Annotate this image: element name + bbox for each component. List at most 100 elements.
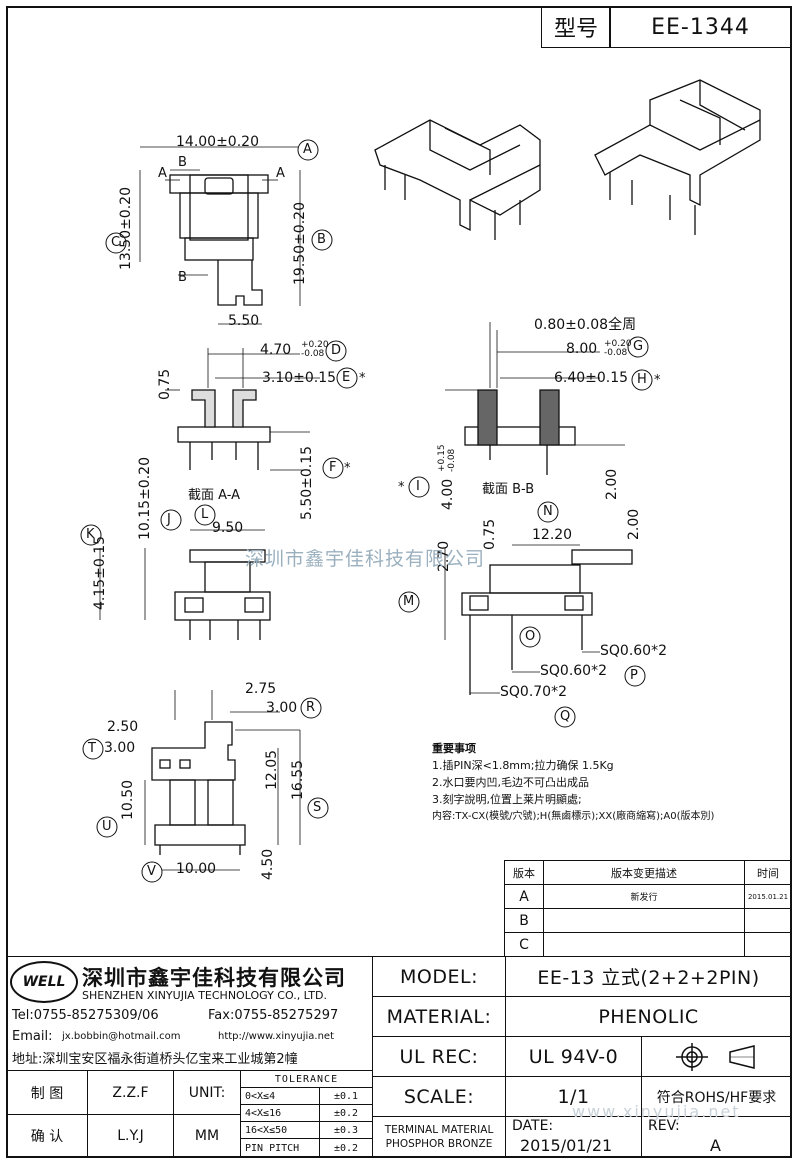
rev-row-ver: C	[504, 932, 544, 957]
dim-n-1220: 12.20	[532, 527, 573, 543]
tol-range: 4<X≤16	[240, 1104, 320, 1122]
rev-header-ver: 版本	[504, 860, 544, 885]
tol-value: ±0.2	[319, 1104, 373, 1122]
company-email-label: Email:	[12, 1029, 53, 1044]
ref-letter-b: B	[317, 232, 326, 247]
front-view-left	[99, 529, 271, 640]
ref-letter-k: K	[86, 527, 95, 542]
ref-letter-q: Q	[560, 709, 571, 724]
dim-n-200: 2.00	[626, 508, 642, 540]
note-item: 3.刻字說明,位置上莱片明顯處;	[432, 793, 582, 806]
tol-range: PIN PITCH	[240, 1138, 320, 1158]
unit-value: MM	[173, 1114, 241, 1158]
ref-letter-g: G	[633, 339, 644, 354]
dim-f: 5.50±0.15	[299, 445, 315, 520]
dim-g: 8.00	[566, 341, 598, 357]
technical-drawing	[80, 79, 761, 883]
ref-letter-h: H	[637, 372, 647, 387]
side-view-right	[444, 544, 633, 695]
header-model-label: 型号	[541, 6, 611, 48]
rev-row-date	[744, 932, 792, 957]
rev-row-ver: B	[504, 908, 544, 933]
dim-h-star: *	[654, 373, 661, 388]
ref-letter-j: J	[167, 512, 171, 527]
material-label: MATERIAL:	[372, 996, 506, 1037]
ref-letter-o: O	[525, 629, 536, 644]
note-item: 1.插PIN深<1.8mm;拉力确保 1.5Kg	[432, 759, 614, 772]
note-item: 内容:TX-CX(模號/穴號);H(無鹵標示);XX(廠商縮寫);A0(版本別)	[432, 811, 715, 822]
ulrec-value: UL 94V-0	[505, 1036, 642, 1077]
dim-bv-1050: 10.50	[120, 779, 136, 820]
bottom-view	[144, 690, 301, 871]
material-value: PHENOLIC	[505, 996, 792, 1037]
ref-letter-v: V	[147, 864, 156, 879]
ref-letter-n: N	[543, 504, 553, 519]
dim-l: 9.50	[212, 520, 244, 536]
dim-top-width: 14.00±0.20	[176, 134, 259, 150]
unit-label: UNIT:	[173, 1070, 241, 1115]
tol-range: 16<X≤50	[240, 1121, 320, 1139]
rev-row-date	[744, 908, 792, 933]
company-url[interactable]: http://www.xinyujia.net	[218, 1031, 334, 1042]
ref-letter-f: F	[329, 460, 337, 475]
rev-box: REV: A	[641, 1116, 792, 1158]
ref-letter-l: L	[201, 507, 209, 522]
model-value: EE-13 立式(2+2+2PIN)	[505, 956, 792, 997]
rev-header-desc: 版本变更描述	[543, 860, 745, 885]
dim-bv-300t: 3.00	[104, 740, 136, 756]
dim-d-tol: +0.20 -0.08	[301, 340, 329, 359]
rev-row-ver: A	[504, 884, 544, 909]
rev-label: REV:	[648, 1118, 680, 1134]
dim-flange-075: 0.75	[157, 368, 173, 400]
company-email[interactable]: jx.bobbin@hotmail.com	[62, 1031, 181, 1042]
projection-symbol-icon	[675, 1042, 755, 1071]
scale-label: SCALE:	[372, 1076, 506, 1117]
section-a-marker-left: A	[158, 166, 167, 181]
tol-value: ±0.3	[319, 1121, 373, 1139]
company-name-en: SHENZHEN XINYUJIA TECHNOLOGY CO., LTD.	[82, 989, 327, 1002]
dim-k: 4.15±0.15	[92, 535, 108, 610]
dim-e-star: *	[359, 371, 366, 386]
dim-g-tol: +0.20 -0.08	[604, 339, 632, 358]
isometric-view-right	[594, 79, 761, 235]
dim-e: 3.10±0.15	[262, 370, 337, 386]
section-b-marker-bottom: B	[178, 270, 187, 285]
check-value: L.Y.J	[87, 1114, 174, 1158]
dim-bv-250: 2.50	[107, 719, 139, 735]
ref-letter-d: D	[331, 343, 342, 358]
dim-bv-275: 2.75	[245, 681, 277, 697]
dim-right-height: 19.50±0.20	[292, 202, 308, 285]
rev-row-desc	[543, 908, 745, 933]
ref-letter-e: E	[342, 370, 351, 385]
dim-wall: 0.80±0.08全周	[534, 317, 637, 333]
ref-letter-a: A	[303, 142, 312, 157]
note-item: 2.水口要内凹,毛边不可凸出成品	[432, 776, 589, 789]
section-b-marker-top: B	[178, 155, 187, 170]
dim-bv-450: 4.50	[260, 848, 276, 880]
top-view	[139, 146, 301, 325]
date-box: DATE: 2015/01/21	[505, 1116, 642, 1158]
ref-letter-s: S	[313, 800, 322, 815]
notes-title: 重要事项	[432, 742, 476, 755]
company-fax: Fax:0755-85275297	[208, 1008, 339, 1023]
dim-i-star: *	[398, 480, 405, 495]
date-label: DATE:	[512, 1118, 554, 1134]
dim-bv-1000: 10.00	[176, 861, 217, 877]
dim-left-height: 13.50±0.20	[118, 187, 134, 270]
drawn-value: Z.Z.F	[87, 1070, 174, 1115]
rev-row-date: 2015.01.21	[744, 884, 792, 909]
dim-bv-1205: 12.05	[264, 749, 280, 790]
important-notes: 重要事项 1.插PIN深<1.8mm;拉力确保 1.5Kg 2.水口要内凹,毛边…	[432, 740, 714, 825]
tol-range: 0<X≤4	[240, 1087, 320, 1105]
dim-sq070: SQ0.70*2	[500, 684, 567, 700]
rev-value: A	[710, 1136, 721, 1155]
check-label: 确 认	[6, 1114, 88, 1158]
watermark-company: 深圳市鑫宇佳科技有限公司	[245, 548, 486, 570]
ref-letter-m: M	[403, 594, 415, 609]
dim-f-star: *	[344, 461, 351, 476]
dim-i-tol: +0.15 -0.08	[437, 444, 457, 472]
ref-letter-i: I	[416, 479, 420, 494]
isometric-view-left	[374, 119, 541, 240]
date-value: 2015/01/21	[520, 1136, 613, 1155]
watermark-url: www.xinyujia.net	[572, 1102, 741, 1121]
